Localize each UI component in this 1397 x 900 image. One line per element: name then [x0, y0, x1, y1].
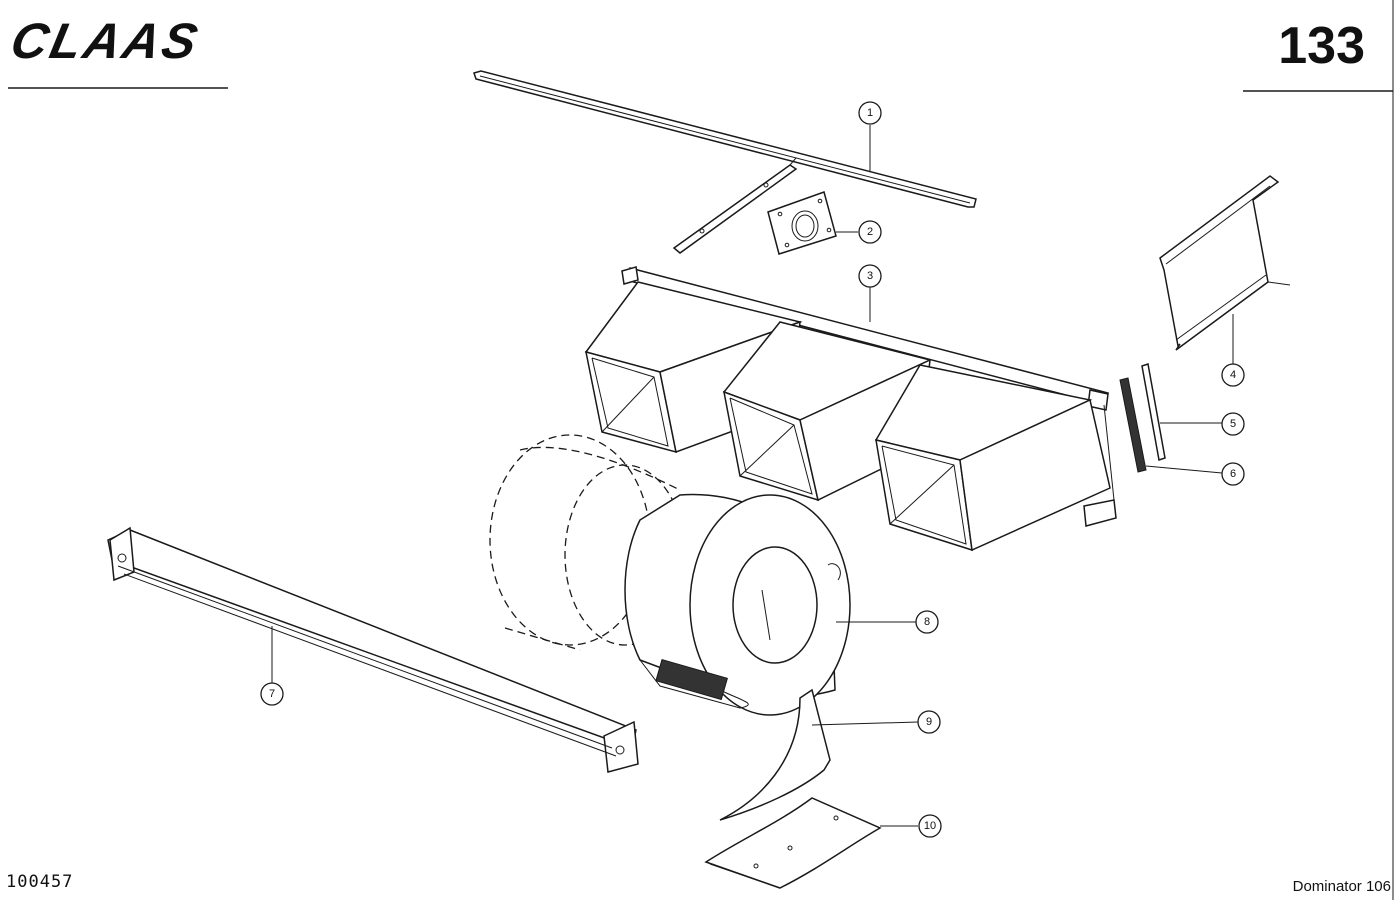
callout-7: 7	[260, 682, 284, 706]
callout-2: 2	[858, 220, 882, 244]
model-label: Dominator 106	[1292, 878, 1391, 895]
part-3-duct-housing	[584, 266, 1117, 552]
page-number: 133	[1278, 17, 1365, 75]
callout-5: 5	[1221, 412, 1245, 436]
callout-4-label: 4	[1230, 369, 1236, 381]
callout-3-label: 3	[867, 270, 873, 282]
callout-9: 9	[917, 710, 941, 734]
callout-6-label: 6	[1230, 468, 1236, 480]
callout-3: 3	[858, 264, 882, 288]
callout-1-label: 1	[867, 107, 873, 119]
part-6-seal-strip	[1119, 377, 1147, 473]
callout-8: 8	[915, 610, 939, 634]
part-1-rail	[473, 70, 977, 254]
part-7-frame-bar	[107, 526, 639, 773]
callout-2-label: 2	[867, 226, 873, 238]
part-4-side-panel	[1159, 175, 1291, 351]
callout-6: 6	[1221, 462, 1245, 486]
callout-7-label: 7	[269, 688, 275, 700]
part-8-fan-housing	[624, 493, 851, 716]
callout-8-label: 8	[924, 616, 930, 628]
drawing-number: 100457	[6, 872, 74, 892]
callout-1: 1	[858, 101, 882, 125]
part-2-plate	[767, 191, 837, 255]
callout-4: 4	[1221, 363, 1245, 387]
part-10-bottom-plate	[704, 797, 882, 889]
leader-lines	[271, 125, 1234, 827]
part-5-strip	[1141, 363, 1166, 461]
callout-10-label: 10	[924, 820, 936, 832]
part-9-deflector	[719, 688, 831, 821]
callout-9-label: 9	[926, 716, 932, 728]
callout-10: 10	[918, 814, 942, 838]
callout-5-label: 5	[1230, 418, 1236, 430]
